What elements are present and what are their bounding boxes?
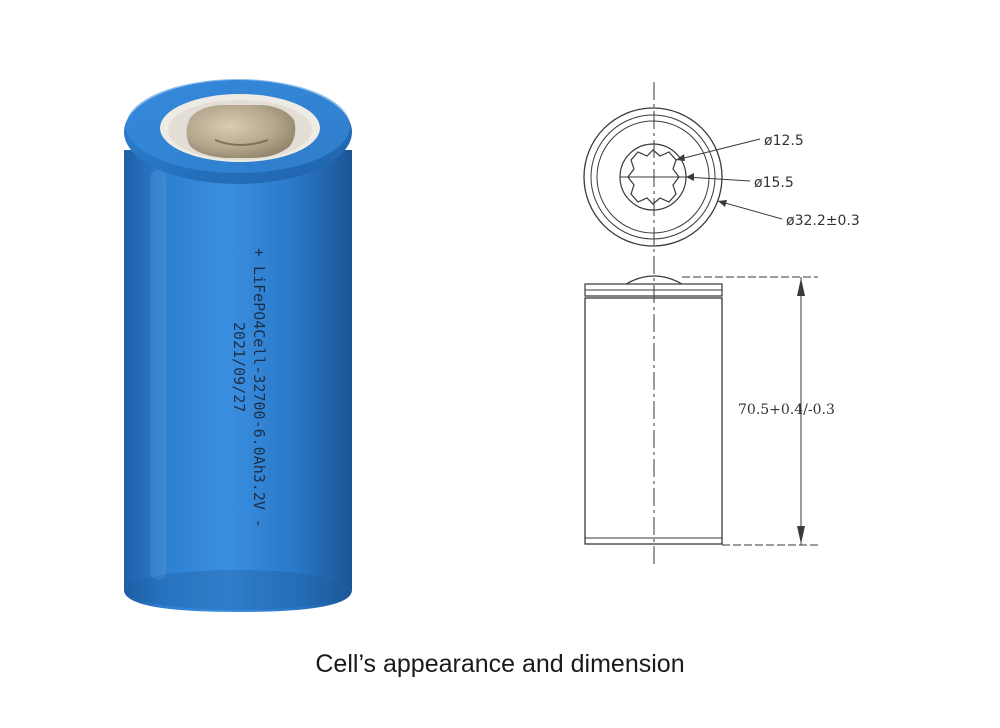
top-view [583, 107, 783, 247]
dimension-drawing [583, 82, 818, 566]
can-outline [584, 297, 723, 545]
arrow-height-bottom [797, 526, 805, 544]
positive-terminal [186, 105, 296, 158]
cell-photo: + LiFePO4Cell-32700-6.0Ah3.2V - 2021/09/… [124, 79, 352, 612]
crimp-outline [584, 283, 723, 297]
outer-circle-2 [590, 114, 716, 240]
figure-caption: Cell’s appearance and dimension [315, 650, 685, 678]
terminal-outline [627, 149, 680, 205]
arrow-mid [686, 173, 694, 181]
top-cap-outline [625, 275, 683, 285]
cell-highlight [150, 170, 166, 580]
dim-label-mid: ø15.5 [754, 175, 794, 191]
leader-outer [717, 200, 783, 220]
dim-label-outer: ø32.2±0.3 [786, 213, 860, 229]
arrow-inner [676, 154, 685, 161]
arrow-height-top [797, 278, 805, 296]
arrow-outer [718, 200, 727, 207]
side-view [584, 275, 818, 546]
dim-label-height: 70.5+0.4/-0.3 [738, 402, 835, 418]
leader-inner [675, 138, 761, 161]
cell-body [124, 150, 352, 612]
cell-label: + LiFePO4Cell-32700-6.0Ah3.2V - 2021/09/… [230, 248, 268, 528]
dim-label-inner: ø12.5 [764, 133, 804, 149]
cell-bottom-shade [124, 570, 352, 610]
terminal-notch [214, 139, 269, 146]
cell-label-line1: + LiFePO4Cell-32700-6.0Ah3.2V - [250, 248, 268, 528]
cell-label-line2: 2021/09/27 [230, 322, 248, 412]
outer-circle [583, 107, 723, 247]
leader-mid [685, 176, 751, 182]
outer-circle-3 [596, 120, 710, 234]
